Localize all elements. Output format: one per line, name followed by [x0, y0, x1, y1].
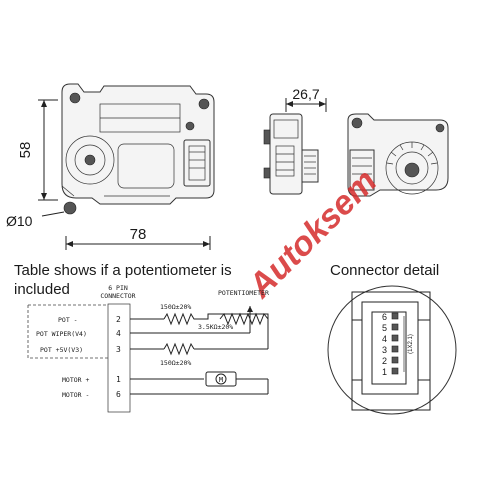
table-note-line1: Table shows if a potentiometer is	[14, 262, 232, 279]
connector-header-line2: CONNECTOR	[100, 292, 135, 300]
width-dimension: 78	[65, 226, 211, 250]
watermark-text: Autoksem	[241, 162, 385, 306]
connector-header-line1: 6 PIN	[108, 284, 128, 292]
hole-diameter-dimension: Ø10	[6, 211, 65, 229]
height-dimension: 58	[17, 99, 58, 201]
svg-text:3: 3	[382, 345, 387, 355]
svg-text:MOTOR +: MOTOR +	[62, 376, 89, 384]
actuator-back-view	[347, 113, 449, 197]
svg-text:M: M	[219, 376, 223, 384]
resistor-pot-label: 3.5KΩ±20%	[198, 323, 233, 331]
svg-text:POT WIPER(V4): POT WIPER(V4)	[36, 330, 87, 338]
svg-text:1: 1	[116, 375, 121, 384]
svg-text:POT -: POT -	[58, 316, 78, 324]
resistor-bottom-label: 150Ω±20%	[160, 359, 191, 367]
height-label: 58	[17, 142, 34, 159]
wiring-schematic: 6 PIN CONNECTOR POT - 2 POT WIPER(V4) 4 …	[27, 284, 269, 413]
connector-detail-drawing: 6 5 4 3 2 1 (1X2.1)	[327, 285, 457, 415]
pin-row-pot-plus: POT +5V(V3) 3	[40, 345, 121, 354]
depth-dimension: 26,7	[285, 86, 327, 112]
potentiometer-label: POTENTIOMETER	[218, 289, 269, 297]
pin-row-motor-plus: MOTOR + 1	[62, 375, 121, 384]
actuator-front-view	[61, 83, 215, 215]
actuator-side-view	[263, 113, 319, 195]
pin-row-motor-minus: MOTOR - 6	[62, 390, 121, 399]
connector-detail-title: Connector detail	[330, 262, 439, 279]
svg-text:5: 5	[382, 323, 387, 333]
pitch-label: (1X2.1)	[408, 334, 414, 354]
svg-text:MOTOR -: MOTOR -	[62, 391, 89, 399]
table-note-line2: included	[14, 281, 70, 298]
resistor-top-label: 150Ω±20%	[160, 303, 191, 311]
svg-text:6: 6	[116, 390, 121, 399]
pin-row-pot-wiper: POT WIPER(V4) 4	[36, 329, 121, 338]
connector-pin-numbers: 6 5 4 3 2 1	[382, 312, 387, 377]
width-label: 78	[130, 226, 147, 243]
svg-text:1: 1	[382, 367, 387, 377]
svg-text:4: 4	[116, 329, 121, 338]
depth-label: 26,7	[292, 86, 319, 102]
pin-row-pot-minus: POT - 2	[58, 315, 121, 324]
motor-symbol: M	[205, 371, 237, 387]
svg-text:2: 2	[382, 356, 387, 366]
svg-text:3: 3	[116, 345, 121, 354]
svg-text:POT +5V(V3): POT +5V(V3)	[40, 346, 83, 354]
hole-diameter-label: Ø10	[6, 213, 33, 229]
watermark: Autoksem	[241, 162, 385, 306]
svg-text:2: 2	[116, 315, 121, 324]
connector-pins	[391, 312, 399, 375]
svg-text:4: 4	[382, 334, 387, 344]
svg-text:6: 6	[382, 312, 387, 322]
